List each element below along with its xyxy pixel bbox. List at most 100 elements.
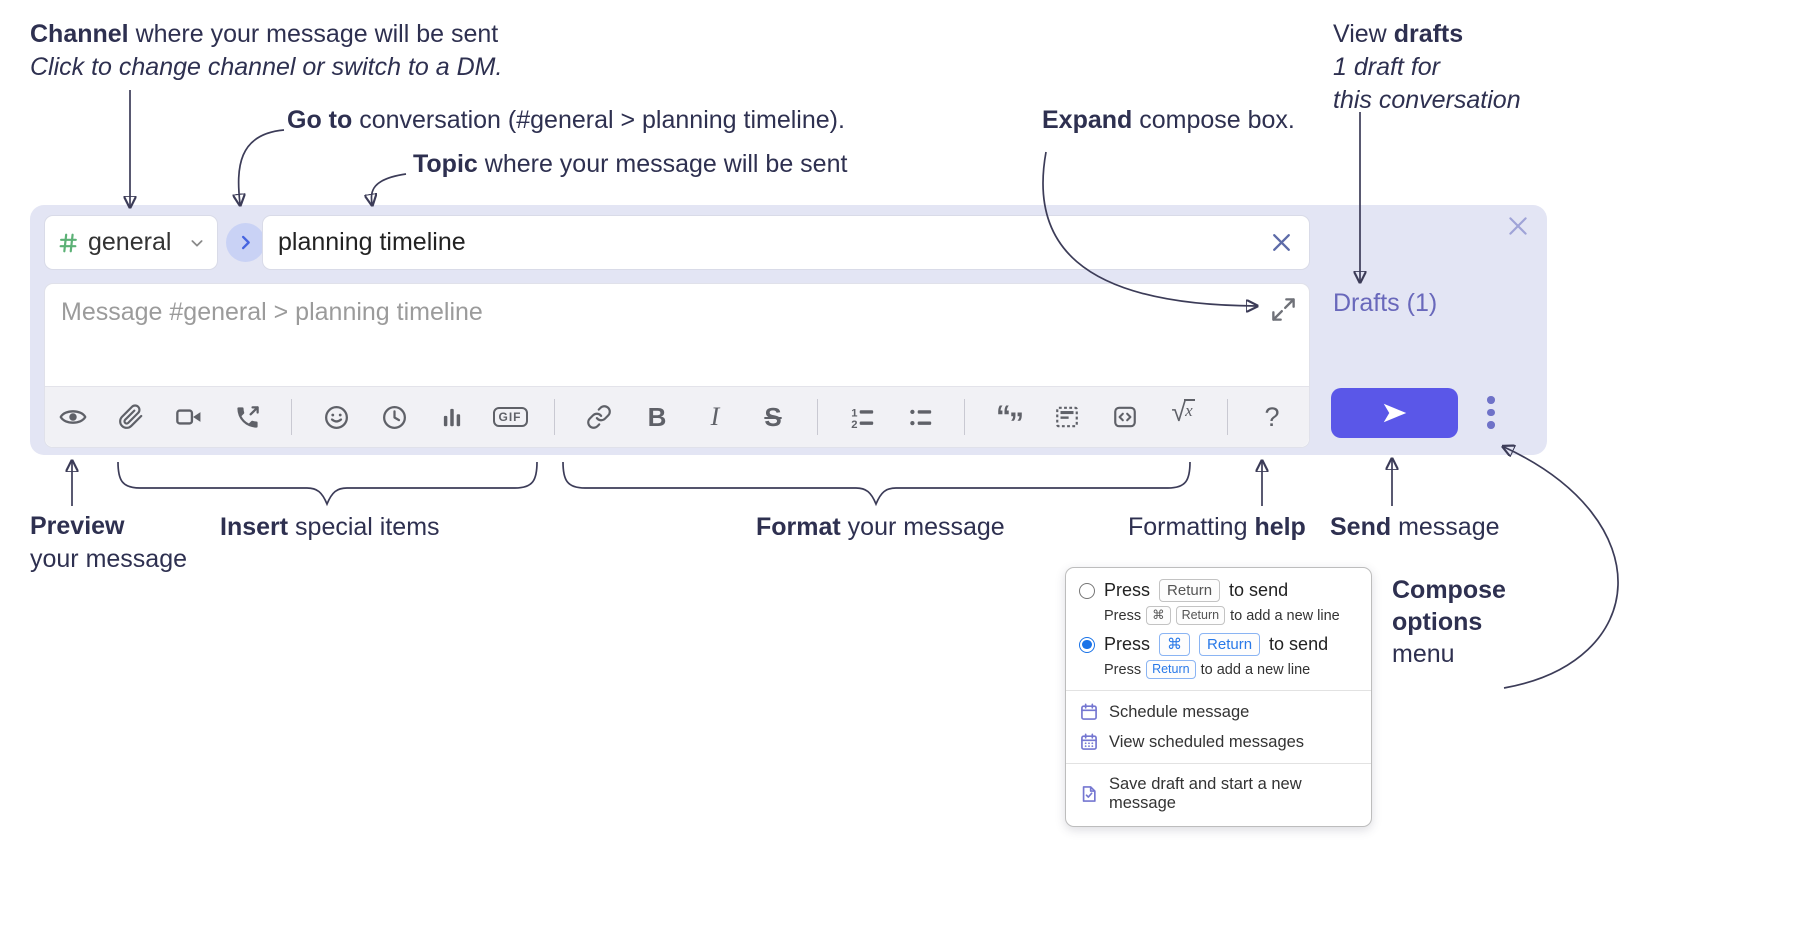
expand-annotation: Expand compose box.	[1042, 104, 1295, 137]
menu-divider	[1066, 690, 1371, 691]
menu-item-save-draft[interactable]: Save draft and start a new message	[1066, 770, 1371, 818]
send-annotation-lead: Send	[1330, 513, 1392, 541]
link-icon[interactable]	[585, 399, 613, 435]
channel-annotation: Channel where your message will be sent …	[30, 18, 502, 84]
topic-annotation: Topic where your message will be sent	[413, 148, 847, 181]
gif-icon[interactable]: GIF	[492, 399, 528, 435]
view-drafts-annotation: View drafts 1 draft for this conversatio…	[1333, 18, 1521, 117]
italic-icon[interactable]: I	[710, 402, 720, 431]
compose-options-menu: Press Return to send Press ⌘ Return to a…	[1065, 567, 1372, 827]
hash-icon	[59, 233, 77, 252]
strikethrough-icon[interactable]: S	[764, 401, 782, 432]
message-box[interactable]: Message #general > planning timeline	[44, 283, 1310, 448]
brace-format	[562, 461, 1191, 507]
preview-icon[interactable]	[59, 399, 87, 435]
bulleted-list-icon[interactable]	[906, 399, 934, 435]
radio-unselected-icon[interactable]	[1079, 582, 1095, 599]
menu-item-label: Schedule message	[1109, 702, 1250, 721]
goto-annotation: Go to conversation (#general > planning …	[287, 104, 845, 137]
goto-annotation-rest: conversation (#general > planning timeli…	[352, 106, 845, 134]
quote-close-glyph: ”	[1009, 407, 1024, 440]
clear-topic-icon[interactable]	[1269, 230, 1294, 255]
schedule-calendar-icon	[1081, 703, 1097, 720]
menu-item-view-scheduled[interactable]: View scheduled messages	[1066, 727, 1371, 757]
formatting-help-lead: help	[1254, 513, 1306, 541]
compose-options-line3: menu	[1392, 640, 1455, 668]
save-draft-icon	[1082, 786, 1096, 802]
topic-field[interactable]: planning timeline	[262, 215, 1310, 270]
poll-icon[interactable]	[438, 399, 466, 435]
view-drafts-lead: drafts	[1393, 20, 1464, 48]
quote-icon[interactable]: “”	[995, 399, 1024, 440]
voice-call-icon[interactable]	[233, 399, 261, 435]
spoiler-icon[interactable]	[1053, 399, 1081, 435]
bold-icon[interactable]: B	[647, 401, 667, 432]
preview-annotation: Preview your message	[30, 510, 187, 576]
format-annotation-rest: your message	[840, 513, 1005, 541]
channel-name: general	[88, 228, 172, 256]
emoji-icon[interactable]	[322, 399, 350, 435]
close-compose-icon[interactable]	[1505, 213, 1531, 239]
formatting-help-pre: Formatting	[1128, 513, 1255, 541]
scheduled-messages-icon	[1081, 733, 1097, 750]
option-press-label: Press	[1104, 634, 1151, 654]
compose-options-line2: options	[1392, 608, 1483, 636]
arrow-goto	[239, 129, 285, 204]
toolbar-divider	[291, 399, 292, 435]
math-icon[interactable]: √x	[1169, 399, 1197, 435]
compose-options-annotation: Compose options menu	[1392, 574, 1506, 670]
quote-open-glyph: “	[996, 400, 1011, 433]
channel-annotation-rest: where your message will be sent	[128, 20, 499, 48]
chevron-down-icon	[191, 239, 203, 247]
menu-option-cmd-enter-sends-hint: Press Return to add a new line	[1066, 659, 1371, 684]
insert-annotation-lead: Insert	[220, 513, 289, 541]
menu-option-enter-sends[interactable]: Press Return to send	[1066, 576, 1371, 605]
radio-selected-icon[interactable]	[1079, 636, 1095, 653]
goto-annotation-lead: Go to	[287, 106, 353, 134]
math-var-glyph: x	[1184, 399, 1195, 420]
menu-item-label: Save draft and start a new message	[1109, 775, 1302, 812]
expand-compose-icon[interactable]	[1270, 296, 1297, 323]
menu-option-cmd-enter-sends[interactable]: Press ⌘ Return to send	[1066, 630, 1371, 659]
compose-panel: general planning timeline Message #gener…	[30, 205, 1547, 455]
drafts-link[interactable]: Drafts (1)	[1333, 289, 1438, 317]
global-time-icon[interactable]	[380, 399, 408, 435]
menu-divider	[1066, 763, 1371, 764]
send-annotation: Send message	[1330, 511, 1500, 544]
option-to-send-label: to send	[1269, 634, 1329, 654]
math-root-glyph: √	[1171, 397, 1187, 427]
insert-annotation: Insert special items	[220, 511, 440, 544]
channel-annotation-lead: Channel	[30, 20, 129, 48]
toolbar-divider	[817, 399, 818, 435]
send-button[interactable]	[1331, 388, 1458, 438]
view-drafts-pre: View	[1333, 20, 1394, 48]
code-icon[interactable]	[1111, 399, 1139, 435]
message-placeholder: Message #general > planning timeline	[61, 298, 483, 326]
menu-item-schedule-message[interactable]: Schedule message	[1066, 697, 1371, 727]
video-call-icon[interactable]	[175, 399, 203, 435]
return-key: Return	[1146, 660, 1196, 679]
goto-conversation-button[interactable]	[226, 223, 265, 262]
hint-press-label: Press	[1104, 607, 1142, 624]
toolbar-divider	[964, 399, 965, 435]
option-press-label: Press	[1104, 580, 1151, 600]
format-annotation-lead: Format	[756, 513, 841, 541]
attach-file-icon[interactable]	[117, 399, 145, 435]
send-annotation-rest: message	[1391, 513, 1500, 541]
channel-selector[interactable]: general	[44, 215, 218, 270]
compose-options-button[interactable]	[1483, 396, 1499, 429]
insert-annotation-rest: special items	[288, 513, 440, 541]
arrow-compose-options	[1504, 447, 1619, 689]
view-drafts-line2: 1 draft for	[1333, 53, 1440, 81]
option-to-send-label: to send	[1229, 580, 1289, 600]
return-key: Return	[1159, 579, 1221, 602]
expand-annotation-rest: compose box.	[1132, 106, 1295, 134]
svg-text:2: 2	[851, 419, 857, 431]
help-icon[interactable]: ?	[1264, 401, 1280, 432]
send-icon	[1383, 403, 1406, 423]
chevron-right-icon	[241, 235, 250, 250]
